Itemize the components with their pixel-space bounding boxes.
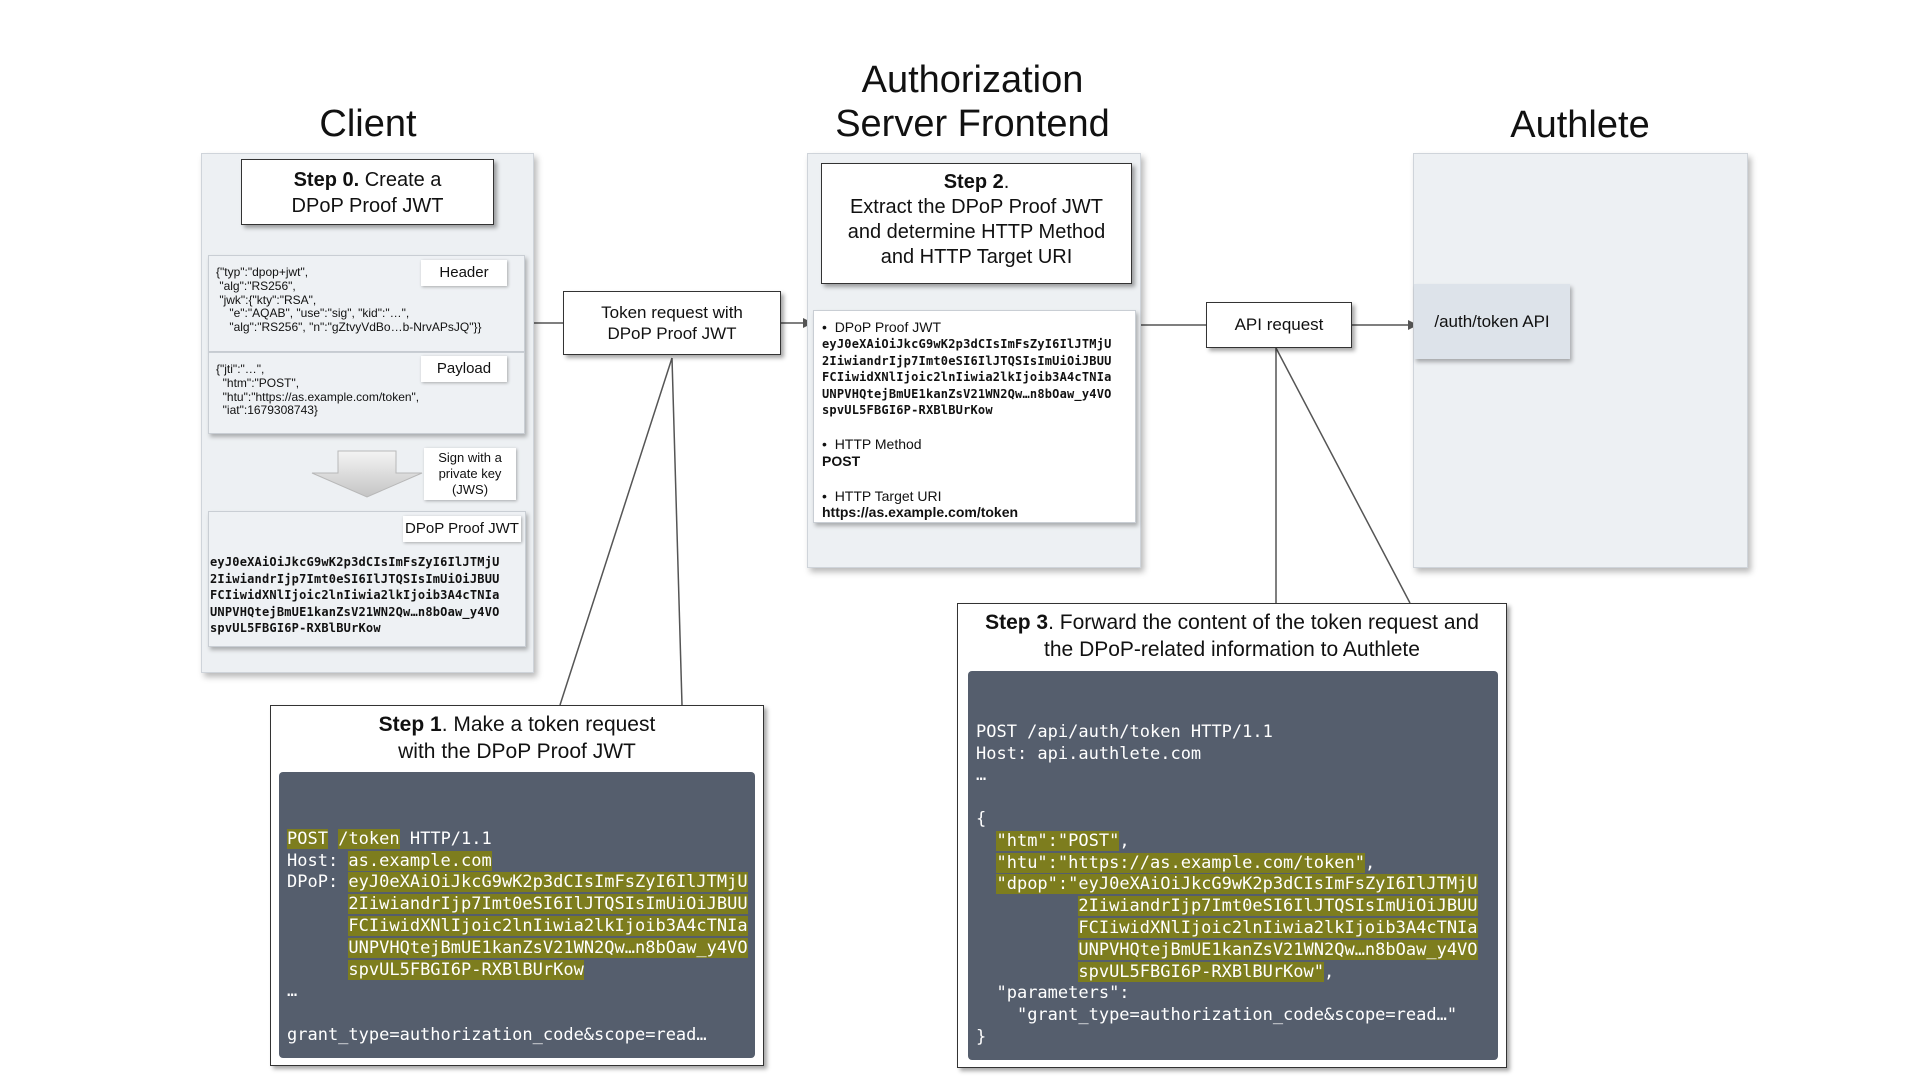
frontend-title-line1: Authorization (861, 59, 1084, 101)
step1-text-line2: with the DPoP Proof JWT (398, 740, 636, 763)
sign-down-arrow-icon (311, 450, 423, 498)
code-close-brace: } (976, 1026, 987, 1047)
code-parameters-key: "parameters": (996, 983, 1130, 1004)
step2-dot: . (1003, 171, 1010, 193)
step0-text: Create a (359, 169, 442, 191)
step1-callout: Step 1. Make a token request with the DP… (270, 705, 764, 1066)
code-dpop-line: FCIiwidXNlIjoic2lnIiwia2lkIjoib3A4cTNIa (1078, 917, 1478, 938)
code-open-brace: { (976, 808, 987, 829)
step3-callout-right (1275, 347, 1411, 604)
payload-json: {"jti":"…", "htm":"POST", "htu":"https:/… (216, 362, 420, 418)
code-htm: "htm":"POST" (996, 830, 1120, 851)
code-post: POST (287, 828, 328, 849)
step3-callout: Step 3. Forward the content of the token… (957, 603, 1507, 1068)
code-host-line: Host: api.authlete.com (976, 743, 1202, 764)
token-request-box: Token request with DPoP Proof JWT (563, 291, 781, 355)
step0-bold: Step 0. (293, 169, 360, 191)
authlete-panel (1413, 153, 1748, 568)
frontend-jwt-value: eyJ0eXAiOiJkcG9wK2p3dCIsImFsZyI6IlJTMjU … (822, 337, 1112, 417)
bullet-method: • HTTP Method (822, 436, 922, 452)
step3-title: Step 3. Forward the content of the token… (958, 604, 1506, 663)
bullet-jwt: • DPoP Proof JWT (822, 319, 942, 335)
jwt-header-card: Header {"typ":"dpop+jwt", "alg":"RS256",… (208, 255, 525, 352)
code-ellipsis: … (976, 765, 987, 786)
frontend-title: Authorization Server Frontend (800, 59, 1145, 146)
auth-token-api-box: /auth/token API (1414, 284, 1570, 359)
payload-label: Payload (421, 356, 507, 382)
bullet-uri-label: HTTP Target URI (834, 488, 942, 504)
code-dpop-key: "dpop": (996, 874, 1069, 895)
header-json: {"typ":"dpop+jwt", "alg":"RS256", "jwk":… (216, 265, 482, 335)
step1-text: . Make a token request (441, 713, 656, 736)
dpop-proof-card: DPoP Proof JWT eyJ0eXAiOiJkcG9wK2p3dCIsI… (208, 511, 526, 647)
jwt-payload-card: Payload {"jti":"…", "htm":"POST", "htu":… (208, 352, 525, 434)
code-host-key: Host: (287, 850, 349, 871)
client-proof-jwt: eyJ0eXAiOiJkcG9wK2p3dCIsImFsZyI6IlJTMjU … (210, 555, 500, 635)
code-dpop-key: DPoP: (287, 872, 349, 893)
step3-text-line2: the DPoP-related information to Authlete (1044, 638, 1420, 661)
step0-text-line2: DPoP Proof JWT (291, 195, 444, 217)
code-request-line: POST /api/auth/token HTTP/1.1 (976, 721, 1273, 742)
code-htu: "htu":"https://as.example.com/token" (996, 852, 1365, 873)
code-host-val: as.example.com (348, 850, 492, 871)
uri-value: https://as.example.com/token (822, 504, 1019, 520)
header-label: Header (421, 260, 507, 286)
frontend-info-card: • DPoP Proof JWT eyJ0eXAiOiJkcG9wK2p3dCI… (813, 310, 1136, 523)
step2-bold: Step 2 (943, 171, 1004, 193)
step1-callout-right (671, 357, 683, 706)
code-dpop-line: UNPVHQtejBmUE1kanZsV21WN2Qw…n8bOaw_y4VO (1078, 939, 1478, 960)
bullet-method-label: HTTP Method (834, 436, 922, 452)
step2-box: Step 2. Extract the DPoP Proof JWT and d… (821, 163, 1132, 284)
proof-label: DPoP Proof JWT (403, 516, 521, 542)
code-dpop-line: UNPVHQtejBmUE1kanZsV21WN2Qw…n8bOaw_y4VO (348, 937, 748, 958)
code-path: /token (338, 828, 400, 849)
method-value: POST (822, 453, 861, 469)
authlete-title: Authlete (1510, 104, 1650, 146)
code-parameters-val: "grant_type=authorization_code&scope=rea… (1016, 1005, 1458, 1026)
code-dpop-line: eyJ0eXAiOiJkcG9wK2p3dCIsImFsZyI6IlJTMjU (348, 872, 748, 893)
code-ellipsis: … (287, 981, 298, 1002)
step2-text: Extract the DPoP Proof JWT and determine… (847, 196, 1106, 268)
code-dpop-line: FCIiwidXNlIjoic2lnIiwia2lkIjoib3A4cTNIa (348, 915, 748, 936)
step3-text: . Forward the content of the token reque… (1048, 611, 1479, 634)
code-dpop-line: 2IiwiandrIjp7Imt0eSI6IlJTQSIsImUiOiJBUU (348, 894, 748, 915)
api-request-box: API request (1206, 302, 1352, 348)
step1-bold: Step 1 (378, 713, 442, 736)
code-dpop-line: "eyJ0eXAiOiJkcG9wK2p3dCIsImFsZyI6IlJTMjU (1068, 874, 1478, 895)
bullet-jwt-label: DPoP Proof JWT (834, 319, 942, 335)
code-proto: HTTP/1.1 (399, 828, 492, 849)
step1-title: Step 1. Make a token request with the DP… (271, 706, 763, 765)
code-body: grant_type=authorization_code&scope=read… (287, 1024, 707, 1045)
code-dpop-line: spvUL5FBGI6P-RXBlBUrKow (348, 959, 584, 980)
client-title: Client (319, 103, 417, 145)
frontend-title-line2: Server Frontend (835, 102, 1110, 145)
step1-callout-left (559, 357, 673, 706)
step3-bold: Step 3 (985, 611, 1049, 634)
code-dpop-line: spvUL5FBGI6P-RXBlBUrKow" (1078, 961, 1324, 982)
code-dpop-line: 2IiwiandrIjp7Imt0eSI6IlJTQSIsImUiOiJBUU (1078, 896, 1478, 917)
step0-box: Step 0. Create a DPoP Proof JWT (241, 159, 494, 225)
sign-label: Sign with a private key (JWS) (424, 448, 516, 500)
bullet-uri: • HTTP Target URI (822, 488, 942, 504)
